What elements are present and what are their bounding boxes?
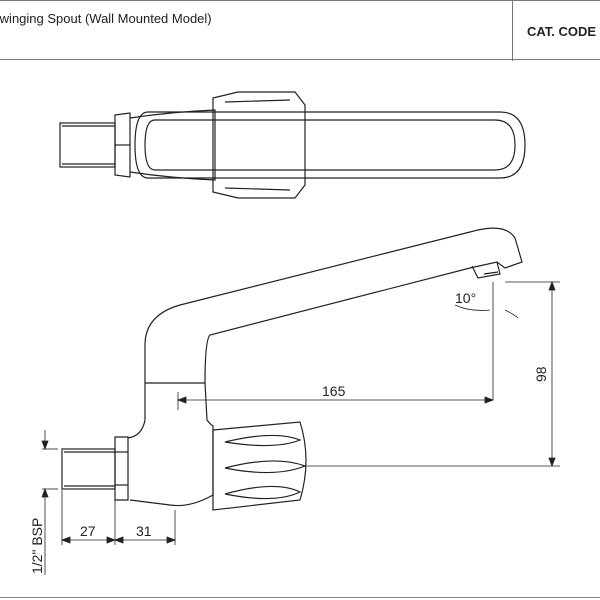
title-block-divider <box>512 1 513 61</box>
bottom-border <box>0 597 600 598</box>
spout <box>144 227 523 384</box>
inlet-length-label: 27 <box>80 523 96 539</box>
aerator <box>471 261 501 279</box>
cat-code-label: CAT. CODE <box>527 24 597 39</box>
thread-size-label: 1/2" BSP <box>29 518 45 574</box>
inlet-thread <box>61 448 116 490</box>
angle-label: 10° <box>455 290 476 306</box>
hex-nut <box>114 436 129 501</box>
dimension-lines <box>41 280 560 575</box>
title-block: Swinging Spout (Wall Mounted Model) CAT.… <box>0 0 600 61</box>
top-view-inlet <box>59 122 116 168</box>
top-view-handle <box>212 91 306 199</box>
drawing-title: Swinging Spout (Wall Mounted Model) <box>0 11 212 26</box>
reach-dimension-label: 165 <box>322 383 346 399</box>
height-dimension-label: 98 <box>533 366 549 382</box>
top-view-spout <box>134 111 526 179</box>
top-view <box>59 91 526 199</box>
handle-knob <box>212 421 307 511</box>
valve-body <box>129 382 214 507</box>
body-length-label: 31 <box>136 523 152 539</box>
front-view <box>61 227 523 511</box>
top-view-hex-nut <box>114 112 131 178</box>
